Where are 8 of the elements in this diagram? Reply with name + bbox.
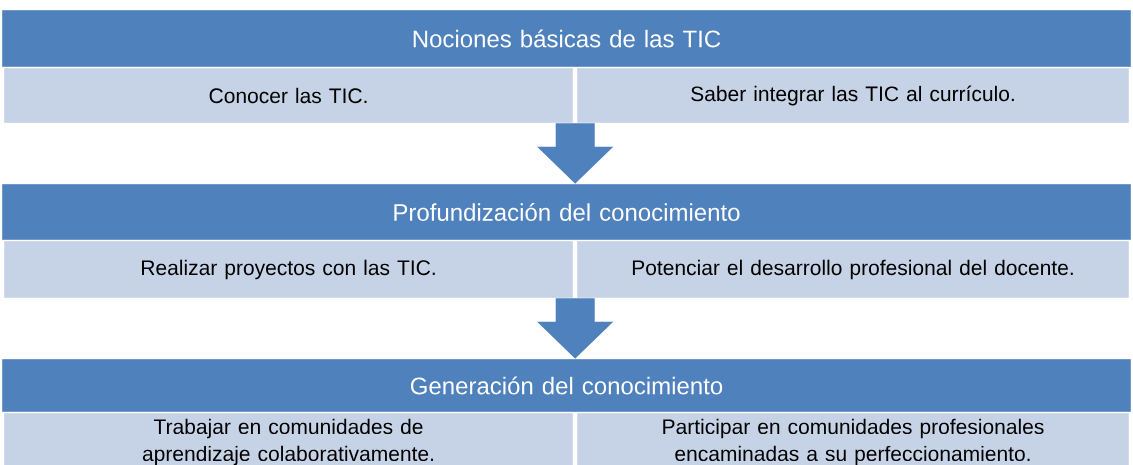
item-box: Participar en comunidades profesionales encaminadas a su perfeccionamiento. <box>576 412 1130 465</box>
item-box: Saber integrar las TIC al currículo. <box>576 67 1130 124</box>
item-box: Trabajar en comunidades de aprendizaje colaborativamente. <box>3 412 574 465</box>
header-band: Nociones básicas de las TIC <box>1 9 1132 68</box>
item-box: Potenciar el desarrollo profesional del docente. <box>576 240 1130 299</box>
header-band: Generación del conocimiento <box>1 358 1132 413</box>
item-box: Conocer las TIC. <box>3 67 574 124</box>
item-box: Realizar proyectos con las TIC. <box>3 240 574 299</box>
